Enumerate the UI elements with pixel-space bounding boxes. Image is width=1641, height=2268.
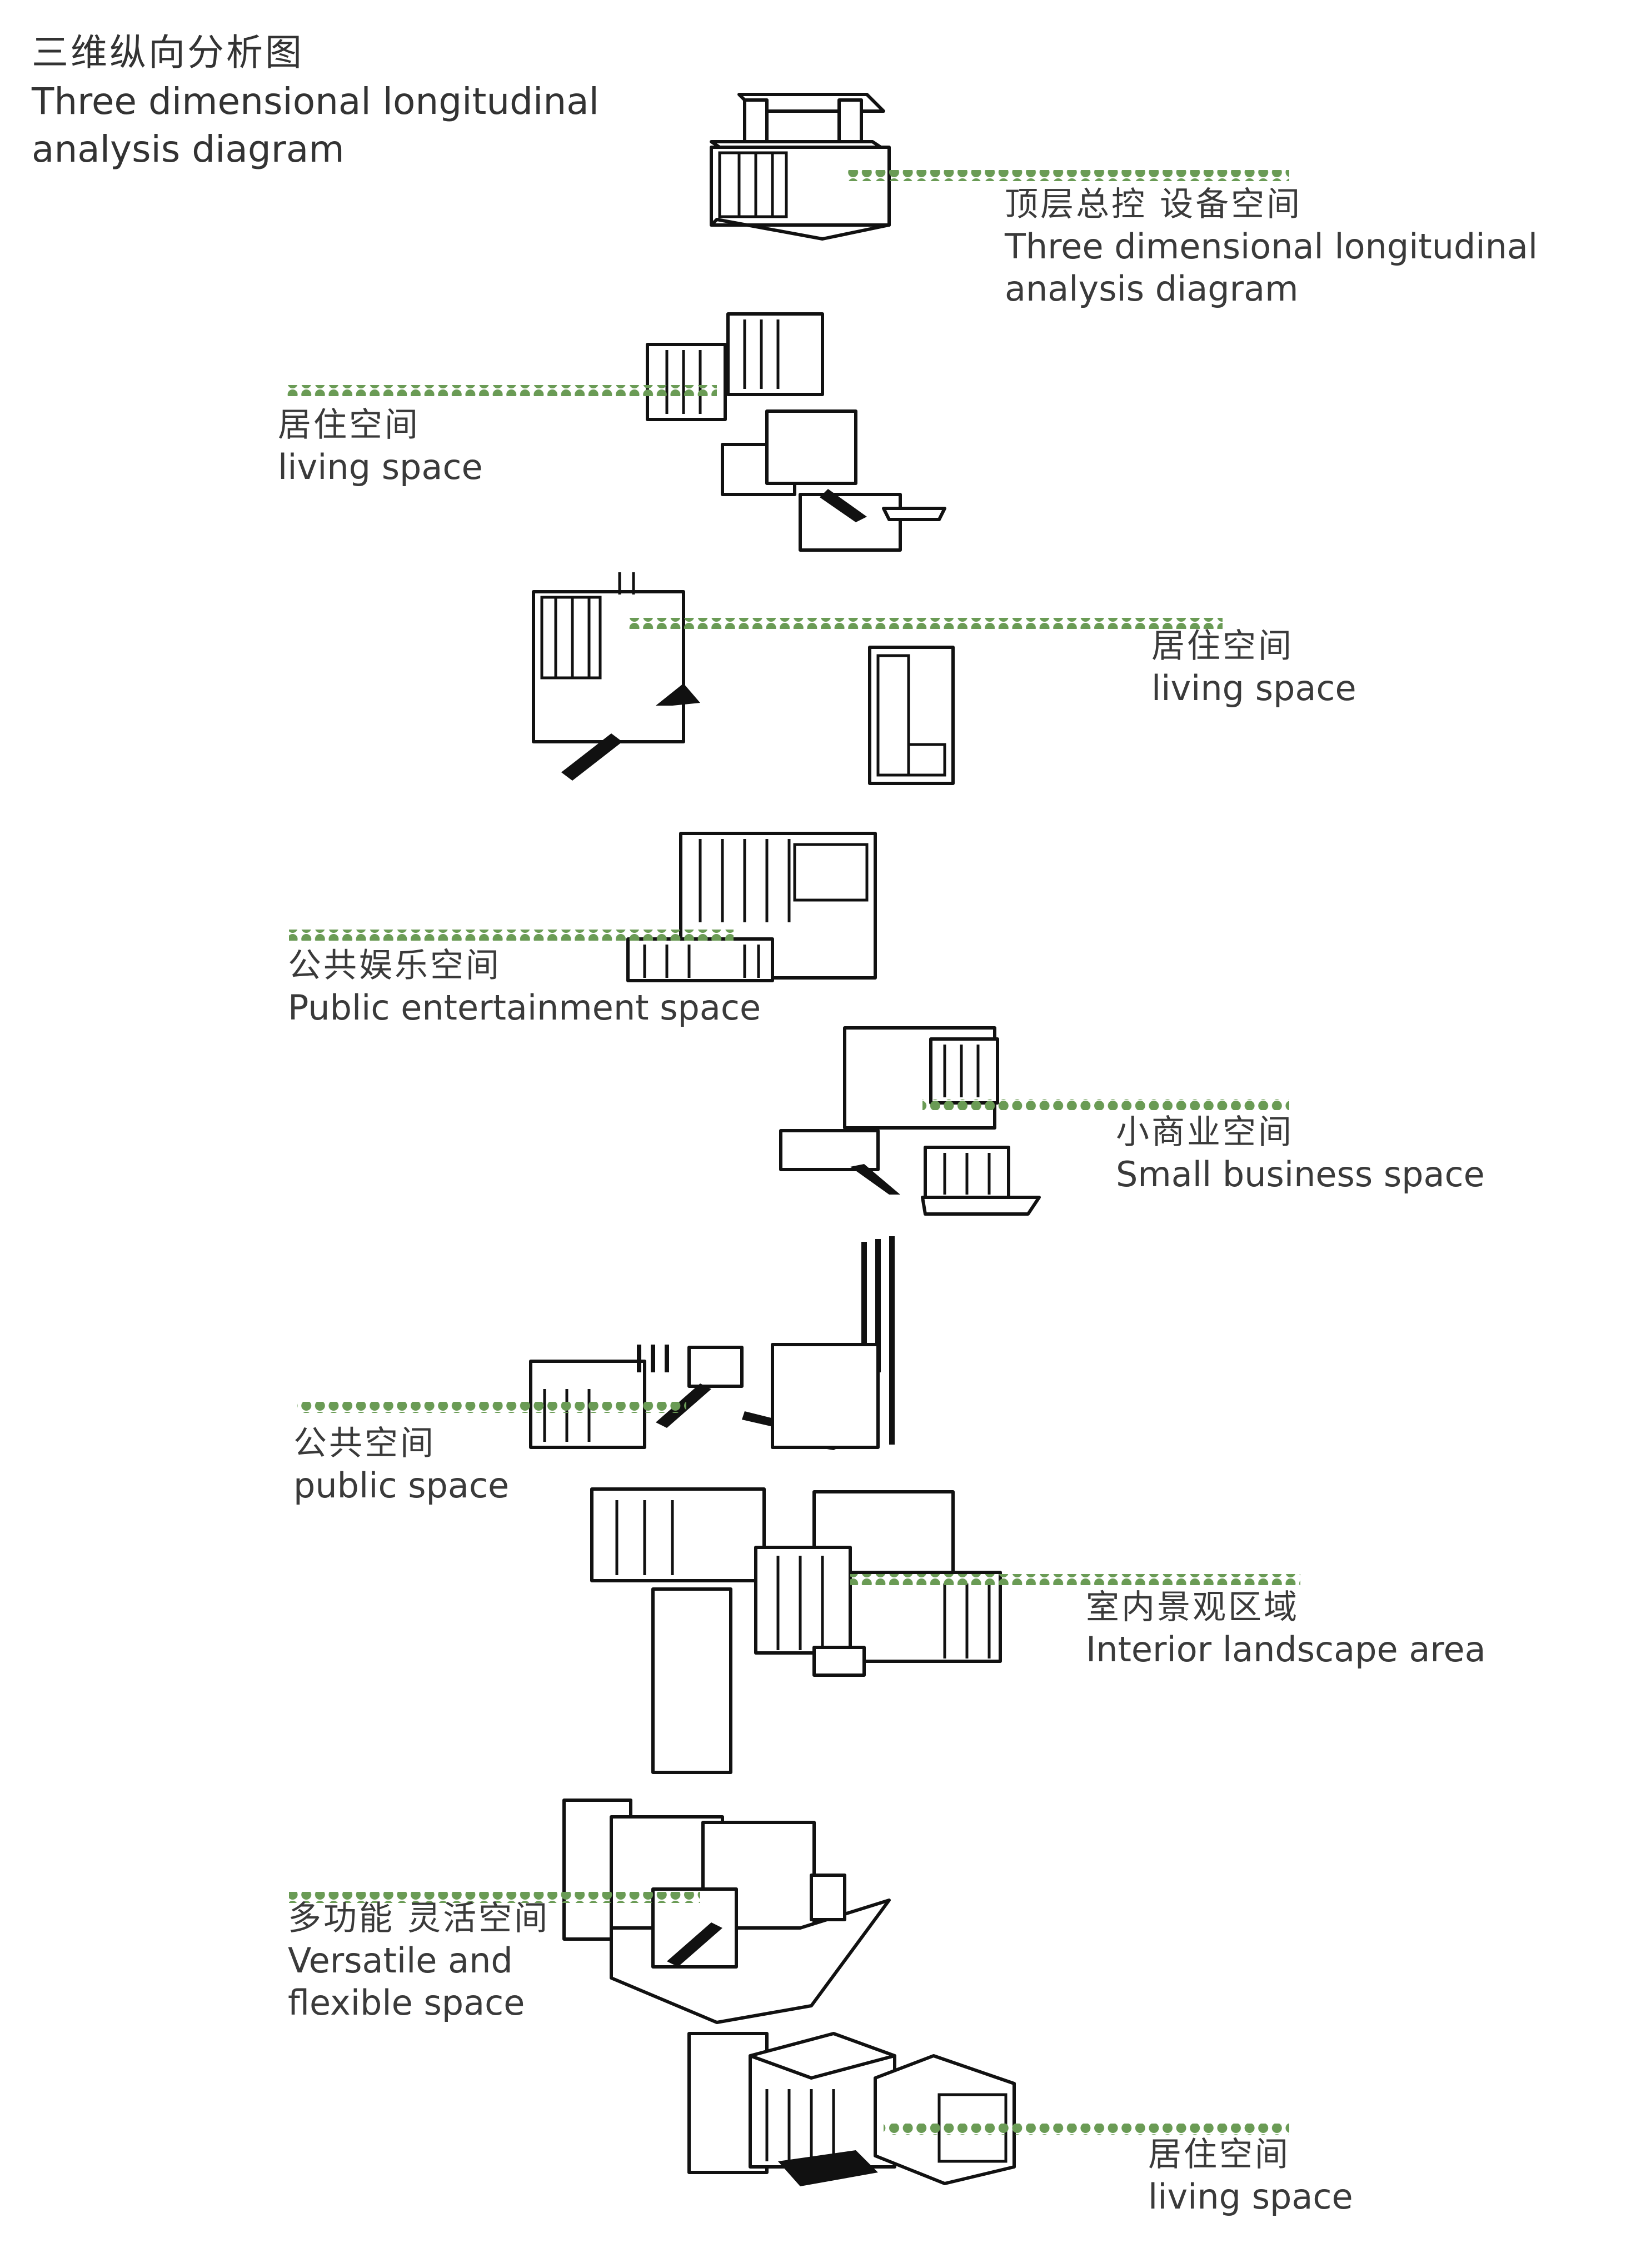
label-living-1: 居住空间 living space xyxy=(278,404,483,488)
diagram-title: 三维纵向分析图 Three dimensional longitudinal a… xyxy=(32,28,599,173)
layer-living-module-1 xyxy=(646,312,946,552)
title-chinese: 三维纵向分析图 xyxy=(32,31,304,74)
label-cn: 公共空间 xyxy=(293,1424,436,1463)
label-cn: 多功能 灵活空间 xyxy=(288,1899,550,1938)
label-versatile: 多功能 灵活空间 Versatile and flexible space xyxy=(288,1897,550,2024)
label-cn: 居住空间 xyxy=(278,406,420,444)
label-cn: 居住空间 xyxy=(1148,2135,1290,2174)
layer-versatile-module xyxy=(562,1799,891,2024)
label-en-line2: analysis diagram xyxy=(1005,268,1299,309)
label-entertainment: 公共娱乐空间 Public entertainment space xyxy=(288,945,761,1029)
label-landscape: 室内景观区域 Interior landscape area xyxy=(1086,1586,1486,1671)
label-en-line1: living space xyxy=(1151,668,1356,708)
label-public: 公共空间 public space xyxy=(293,1422,509,1507)
layer-landscape-module xyxy=(590,1487,1002,1774)
leader-line-public xyxy=(297,1402,686,1413)
title-english-line2: analysis diagram xyxy=(32,128,345,171)
label-en-line1: living space xyxy=(1148,2176,1353,2217)
leader-line-top xyxy=(845,170,1289,181)
label-en-line1: Public entertainment space xyxy=(288,987,761,1028)
label-living-2: 居住空间 living space xyxy=(1151,625,1356,710)
layer-living-module-3 xyxy=(687,2032,1016,2186)
label-cn: 小商业空间 xyxy=(1116,1113,1294,1152)
leader-line-versatile xyxy=(289,1892,700,1903)
leader-line-business xyxy=(922,1099,1289,1110)
label-cn: 居住空间 xyxy=(1151,627,1294,666)
leader-line-living-1 xyxy=(286,385,717,396)
label-living-3: 居住空间 living space xyxy=(1148,2134,1353,2218)
label-top-equipment: 顶层总控 设备空间 Three dimensional longitudinal… xyxy=(1005,183,1538,310)
label-en-line2: flexible space xyxy=(288,1982,525,2023)
layer-top-equipment-module xyxy=(710,93,891,241)
label-business: 小商业空间 Small business space xyxy=(1116,1111,1485,1196)
layer-business-module xyxy=(779,1026,1041,1216)
label-cn: 顶层总控 设备空间 xyxy=(1005,185,1303,224)
label-en-line1: Versatile and xyxy=(288,1940,513,1981)
label-cn: 室内景观区域 xyxy=(1086,1588,1299,1627)
label-en-line1: Small business space xyxy=(1116,1154,1485,1195)
layer-public-module xyxy=(529,1236,895,1450)
leader-line-living-2 xyxy=(628,618,1223,629)
layer-entertainment-module xyxy=(626,832,877,982)
leader-line-living-3 xyxy=(884,2124,1289,2135)
layer-living-module-2 xyxy=(532,572,955,785)
title-english-line1: Three dimensional longitudinal xyxy=(32,80,600,123)
leader-line-entertainment xyxy=(289,930,734,941)
label-en-line1: living space xyxy=(278,447,483,487)
label-cn: 公共娱乐空间 xyxy=(288,946,501,985)
label-en-line1: Interior landscape area xyxy=(1086,1629,1486,1670)
label-en-line1: public space xyxy=(293,1465,510,1506)
label-en-line1: Three dimensional longitudinal xyxy=(1005,226,1538,267)
leader-line-landscape xyxy=(850,1574,1300,1585)
